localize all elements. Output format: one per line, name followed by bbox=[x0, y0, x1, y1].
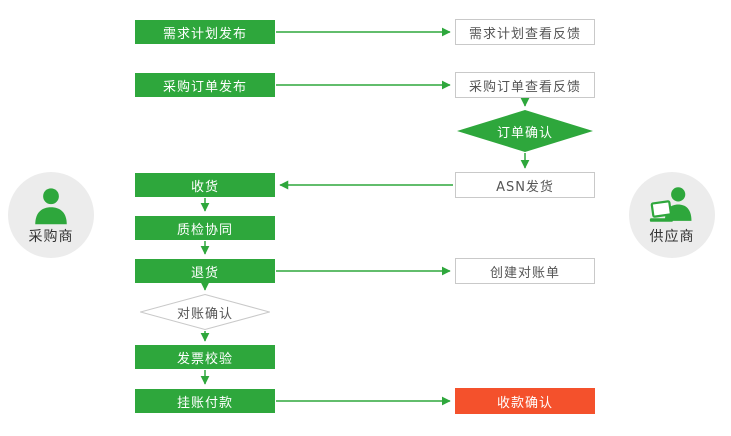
node-label: 创建对账单 bbox=[489, 265, 560, 281]
node-po-publish: 采购订单发布 bbox=[135, 73, 275, 97]
node-label: 需求计划查看反馈 bbox=[468, 26, 581, 42]
supplier-actor: 供应商 bbox=[629, 172, 715, 258]
node-label: 质检协同 bbox=[176, 222, 233, 238]
node-quality-collab: 质检协同 bbox=[135, 216, 275, 240]
supplier-person-icon bbox=[649, 186, 692, 222]
node-label: 发票校验 bbox=[176, 351, 233, 367]
diamond-shape bbox=[457, 110, 593, 152]
node-label: 采购订单查看反馈 bbox=[468, 79, 581, 95]
node-label: ASN发货 bbox=[496, 179, 554, 195]
node-order-confirm: 订单确认 bbox=[457, 110, 593, 152]
node-label: 收货 bbox=[190, 179, 219, 195]
node-reconcile-confirm: 对账确认 bbox=[140, 294, 270, 330]
diamond-shape bbox=[140, 294, 270, 330]
node-label: 挂账付款 bbox=[176, 395, 233, 411]
node-label: 对账确认 bbox=[176, 306, 233, 322]
node-return-goods: 退货 bbox=[135, 259, 275, 283]
node-demand-plan-publish: 需求计划发布 bbox=[135, 20, 275, 44]
supplier-label: 供应商 bbox=[649, 228, 695, 245]
node-receive-goods: 收货 bbox=[135, 173, 275, 197]
node-label: 需求计划发布 bbox=[162, 26, 247, 42]
node-po-feedback: 采购订单查看反馈 bbox=[455, 72, 595, 98]
buyer-actor: 采购商 bbox=[8, 172, 94, 258]
node-asn-ship: ASN发货 bbox=[455, 172, 595, 198]
node-demand-plan-feedback: 需求计划查看反馈 bbox=[455, 19, 595, 45]
node-label: 订单确认 bbox=[496, 125, 553, 141]
buyer-label: 采购商 bbox=[28, 228, 74, 245]
node-label: 采购订单发布 bbox=[162, 79, 247, 95]
buyer-person-icon bbox=[35, 187, 67, 224]
node-payment-on-account: 挂账付款 bbox=[135, 389, 275, 413]
node-invoice-verify: 发票校验 bbox=[135, 345, 275, 369]
node-label: 退货 bbox=[190, 265, 219, 281]
node-create-statement: 创建对账单 bbox=[455, 258, 595, 284]
node-receipt-confirm: 收款确认 bbox=[455, 388, 595, 414]
node-label: 收款确认 bbox=[496, 395, 553, 411]
